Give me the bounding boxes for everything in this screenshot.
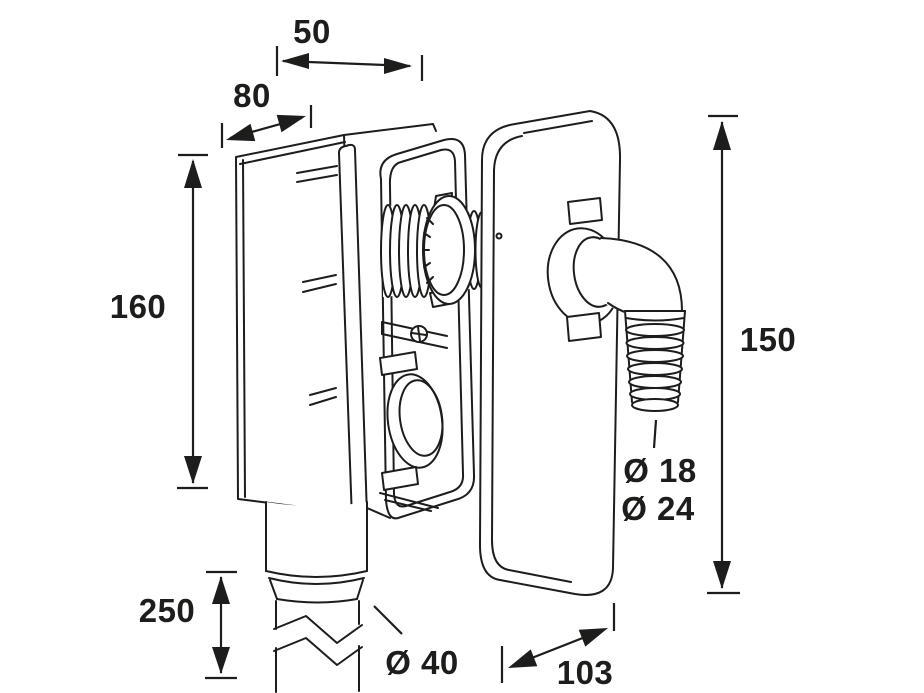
flush-mount-box xyxy=(235,123,476,521)
dimension-150-label: 150 xyxy=(740,321,797,358)
dimension-50-label: 50 xyxy=(293,13,331,50)
dimension-160-label: 160 xyxy=(110,288,167,325)
dimension-150: 150 xyxy=(707,114,797,595)
leader-line xyxy=(373,605,403,635)
threaded-connector xyxy=(380,192,490,308)
cap-face xyxy=(398,379,444,457)
elbow-outer-curve xyxy=(600,237,683,312)
lock-nut-notches xyxy=(422,217,434,284)
cover-plate xyxy=(479,110,622,596)
dimension-250: 250 xyxy=(139,570,237,680)
dimension-103: 103 xyxy=(500,603,616,691)
socket-bead-lower xyxy=(268,577,365,585)
dimension-250-label: 250 xyxy=(139,592,196,629)
hose-inner-diameter-label: Ø 18 xyxy=(623,452,697,489)
pipe-diameter-label: Ø 40 xyxy=(385,644,459,681)
dimension-hose-diameters: Ø 18 Ø 24 xyxy=(621,419,697,527)
lock-nut xyxy=(422,192,476,308)
pipe-socket-body xyxy=(266,502,367,577)
dimension-80-label: 80 xyxy=(233,77,271,114)
cap-bottom-tab xyxy=(381,466,419,491)
arrowhead-right-icon xyxy=(578,628,608,647)
pipe-break-symbol xyxy=(273,615,363,666)
dimensions: 50 80 160 150 xyxy=(110,13,797,691)
cover-plate-inner-top xyxy=(523,120,593,134)
cleaning-cap xyxy=(379,351,444,512)
box-top-inner-edge xyxy=(239,141,346,165)
cap-top-tab xyxy=(379,351,418,376)
arrowhead-left-icon xyxy=(226,123,256,142)
arrowhead-down-icon xyxy=(184,456,202,484)
box-front-frame-inner xyxy=(388,148,465,508)
hose-outer-diameter-label: Ø 24 xyxy=(621,490,695,527)
arrowhead-down-icon xyxy=(212,647,230,674)
drain-pipe xyxy=(265,501,368,693)
thread-ridges-left xyxy=(380,204,432,298)
cover-pin-hole xyxy=(495,232,503,240)
socket-taper-right xyxy=(356,579,364,600)
elbow-tube-body xyxy=(597,238,682,313)
lock-nut-ring xyxy=(422,195,476,305)
dimension-80: 80 xyxy=(220,77,313,148)
dimension-103-label: 103 xyxy=(557,654,614,691)
hose-tail xyxy=(624,310,686,412)
elbow-bottom-tab xyxy=(566,312,602,342)
cover-plate-inner-edge xyxy=(491,135,572,583)
arrowhead-up-icon xyxy=(184,159,202,188)
dimension-50: 50 xyxy=(275,13,424,81)
box-top-rim xyxy=(343,123,437,136)
leader-line xyxy=(652,419,658,449)
arrowhead-up-icon xyxy=(212,576,230,604)
dimension-160: 160 xyxy=(110,153,208,490)
pipe-joint-arc xyxy=(276,598,358,604)
arrowhead-up-icon xyxy=(713,121,731,150)
socket-bead-upper xyxy=(265,570,368,578)
arrowhead-right-icon xyxy=(276,114,306,133)
frame-bottom-accent xyxy=(379,492,439,509)
frame-bottom-accent2 xyxy=(384,499,432,512)
screw-cross-icon xyxy=(411,326,427,342)
arrowhead-right-icon xyxy=(384,58,412,74)
box-side-panel-inner-edge xyxy=(242,159,246,498)
elbow-top-tab xyxy=(567,197,603,225)
arrowhead-left-icon xyxy=(281,53,309,69)
hose-tail-ribs xyxy=(625,323,685,401)
box-side-slots xyxy=(296,165,338,406)
socket-taper-left xyxy=(269,579,278,600)
box-bottom-face-edge xyxy=(366,507,391,519)
box-mounting-rail xyxy=(338,143,368,521)
clamp-bracket xyxy=(381,321,448,349)
cover-plate-outline xyxy=(479,110,622,596)
arrowhead-left-icon xyxy=(508,649,538,668)
dimension-pipe-diameter: Ø 40 xyxy=(373,605,459,681)
hose-elbow xyxy=(546,197,686,412)
box-side-panel xyxy=(235,134,357,515)
arrowhead-down-icon xyxy=(713,561,731,589)
hose-tail-mouth xyxy=(631,398,679,412)
